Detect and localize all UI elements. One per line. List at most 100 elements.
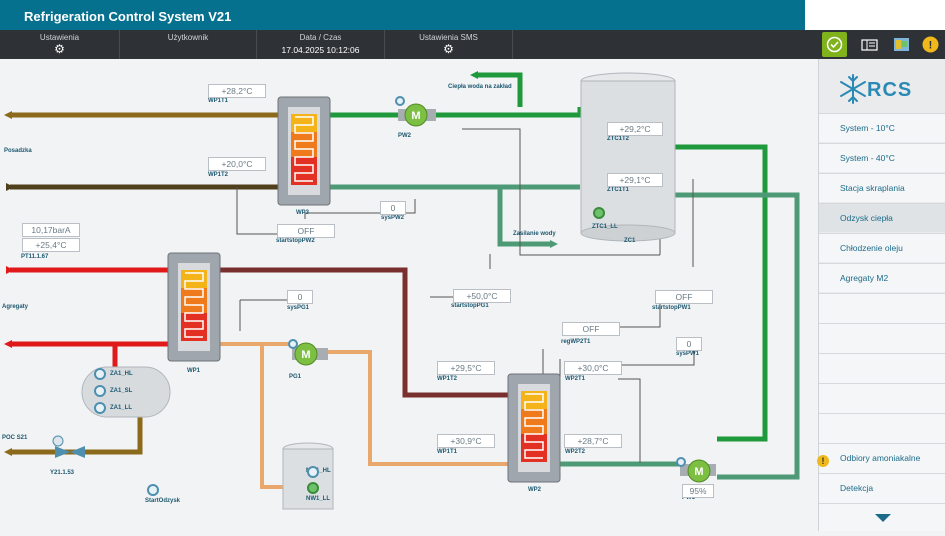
menu-empty-5 bbox=[819, 413, 945, 443]
value-startstoppw2[interactable]: OFF bbox=[277, 224, 335, 238]
svg-text:M: M bbox=[411, 110, 420, 122]
user-cell[interactable]: Użytkownik bbox=[120, 30, 257, 59]
label-startodzysk: StartOdzysk bbox=[145, 498, 181, 504]
pipe-teal-2 bbox=[497, 184, 580, 247]
value-pw1-percent[interactable]: 95% bbox=[682, 484, 714, 498]
label-wp2t1: WP2T1 bbox=[565, 376, 586, 382]
datetime-label: Data / Czas bbox=[299, 33, 342, 42]
label-agregaty: Agregaty bbox=[2, 304, 29, 310]
pipe-green-top bbox=[330, 72, 583, 118]
sidebar: RCS System - 10°C System - 40°C Stacja s… bbox=[818, 59, 945, 531]
label-pg1: PG1 bbox=[289, 374, 302, 380]
title-bar-right bbox=[805, 0, 945, 30]
user-label: Użytkownik bbox=[167, 33, 209, 42]
label-zc1t2: ZTC1T2 bbox=[607, 136, 630, 142]
value-zc1t1[interactable]: +29,1°C bbox=[607, 173, 663, 187]
label-wp1t1: WP1T1 bbox=[208, 98, 229, 104]
indicator-nw1-ll bbox=[307, 482, 319, 494]
value-wp2t2[interactable]: +28,7°C bbox=[564, 434, 622, 448]
app-title: Refrigeration Control System V21 bbox=[24, 9, 232, 24]
scroll-down-button[interactable] bbox=[819, 503, 945, 531]
map-button[interactable] bbox=[889, 32, 914, 57]
indicator-pw1 bbox=[676, 457, 686, 467]
label-wp2t2: WP2T2 bbox=[565, 449, 586, 455]
checkmark-icon bbox=[826, 36, 843, 53]
logo-text: RCS bbox=[867, 79, 913, 101]
label-poc: POC S21 bbox=[2, 435, 28, 441]
alarm-button[interactable]: ! bbox=[918, 32, 943, 57]
gear-icon[interactable]: ⚙ bbox=[54, 42, 65, 56]
pump-pw1: M bbox=[680, 459, 716, 483]
pipe-green-right bbox=[675, 144, 768, 442]
label-wp1: WP1 bbox=[187, 368, 201, 374]
label-za1-hl: ZA1_HL bbox=[110, 371, 133, 377]
value-syspg1[interactable]: 0 bbox=[287, 290, 313, 304]
indicator-startodzysk[interactable] bbox=[147, 484, 159, 496]
label-pt11: PT11.1.67 bbox=[21, 254, 49, 260]
label-zc1t1: ZTC1T1 bbox=[607, 187, 630, 193]
label-nw1-ll: NW1_LL bbox=[306, 496, 330, 502]
svg-text:!: ! bbox=[929, 40, 933, 52]
menu-stacja-skraplania[interactable]: Stacja skraplania bbox=[819, 173, 945, 202]
pump-pw2: M bbox=[398, 103, 436, 127]
value-wp1t2[interactable]: +20,0°C bbox=[208, 157, 266, 171]
value-pt11-temp[interactable]: +25,4°C bbox=[22, 238, 80, 252]
menu-system-40[interactable]: System - 40°C bbox=[819, 143, 945, 172]
overview-button[interactable] bbox=[857, 32, 882, 57]
label-regwp2t1: regWP2T1 bbox=[561, 339, 591, 345]
svg-text:M: M bbox=[694, 466, 703, 478]
valve-y21 bbox=[52, 435, 85, 458]
value-startstoppw1[interactable]: OFF bbox=[655, 290, 713, 304]
snowflake-icon bbox=[840, 74, 866, 104]
value-wp1t2b[interactable]: +29,5°C bbox=[437, 361, 495, 375]
value-pressure[interactable]: 10,17barA bbox=[22, 223, 80, 237]
pipe-maroon bbox=[220, 267, 510, 398]
menu-chlodzenie-oleju[interactable]: Chłodzenie oleju bbox=[819, 233, 945, 262]
label-za1-ll: ZA1_LL bbox=[110, 405, 133, 411]
menu-agregaty-m2[interactable]: Agregaty M2 bbox=[819, 263, 945, 292]
label-za1-sl: ZA1_SL bbox=[110, 388, 133, 394]
title-bar: Refrigeration Control System V21 bbox=[0, 0, 805, 30]
value-wp1t1[interactable]: +28,2°C bbox=[208, 84, 266, 98]
indicator-zc1-ll bbox=[593, 207, 605, 219]
menu-detekcja[interactable]: Detekcja bbox=[819, 473, 945, 503]
tank-nw1 bbox=[282, 442, 334, 510]
heat-exchanger-wp1 bbox=[167, 252, 221, 362]
svg-text:!: ! bbox=[822, 456, 825, 466]
heat-exchanger-wp2 bbox=[507, 373, 561, 483]
ack-button[interactable] bbox=[822, 32, 847, 57]
flow-arrows bbox=[4, 71, 558, 456]
menu-empty-3 bbox=[819, 353, 945, 383]
heat-exchanger-wp3 bbox=[277, 96, 331, 206]
gear-icon[interactable]: ⚙ bbox=[443, 42, 454, 56]
menu-odzysk-ciepla[interactable]: Odzysk ciepła bbox=[819, 203, 945, 232]
pipe-orange-2 bbox=[260, 344, 290, 489]
label-startstoppw2: startstopPW2 bbox=[276, 238, 315, 244]
label-posadzka: Posadzka bbox=[4, 148, 32, 154]
value-zc1t2[interactable]: +29,2°C bbox=[607, 122, 663, 136]
info-bar: Ustawienia ⚙ Użytkownik Data / Czas 17.0… bbox=[0, 30, 945, 59]
menu-odbiory-amoniakalne[interactable]: Odbiory amoniakalne bbox=[819, 443, 945, 473]
process-diagram: M M M bbox=[4, 71, 800, 510]
value-syspw2[interactable]: 0 bbox=[380, 201, 406, 215]
label-zasilanie: Zasilanie wody bbox=[513, 231, 556, 237]
label-pw2: PW2 bbox=[398, 133, 412, 139]
panel-icon bbox=[861, 39, 878, 51]
sms-cell[interactable]: Ustawienia SMS ⚙ bbox=[385, 30, 513, 59]
indicator-za1-ll bbox=[94, 402, 106, 414]
value-wp1t1b[interactable]: +30,9°C bbox=[437, 434, 495, 448]
label-zc1-ll: ZTC1_LL bbox=[592, 224, 618, 230]
value-wp2t1[interactable]: +30,0°C bbox=[564, 361, 622, 375]
label-zc1: ZC1 bbox=[624, 238, 636, 244]
datetime-cell: Data / Czas 17.04.2025 10:12:06 bbox=[257, 30, 385, 59]
label-pw1: PW1 bbox=[682, 495, 696, 501]
signal-lines bbox=[236, 128, 695, 463]
menu-system-10[interactable]: System - 10°C bbox=[819, 113, 945, 142]
value-syspw1[interactable]: 0 bbox=[676, 337, 702, 351]
settings-cell[interactable]: Ustawienia ⚙ bbox=[0, 30, 120, 59]
value-startstoppg1[interactable]: +50,0°C bbox=[453, 289, 511, 303]
indicator-za1-sl bbox=[94, 385, 106, 397]
warning-icon: ! bbox=[922, 36, 939, 53]
label-syspw1: sysPW1 bbox=[676, 351, 700, 357]
value-regwp2t1[interactable]: OFF bbox=[562, 322, 620, 336]
